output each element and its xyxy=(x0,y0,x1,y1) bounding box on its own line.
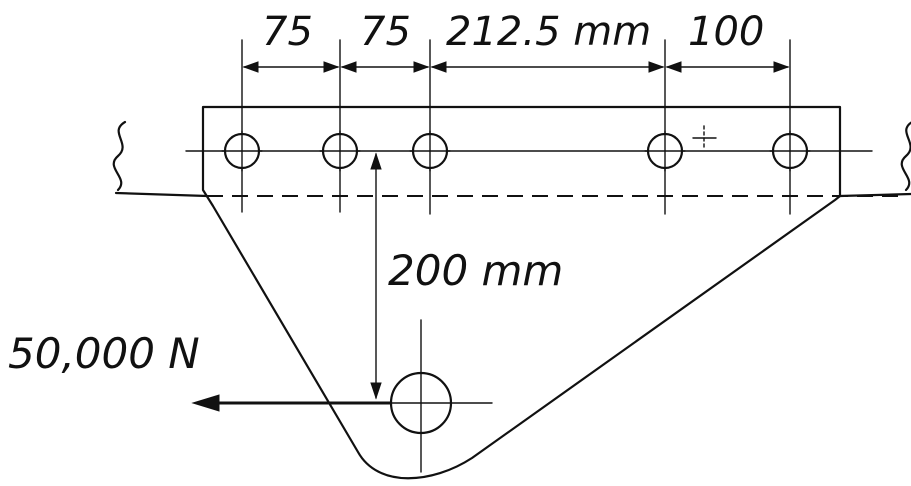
spacing-dimension-line xyxy=(242,61,790,73)
load-pin-crosshair xyxy=(375,319,493,473)
spacing-label-2: 75 xyxy=(360,9,411,55)
spacing-label-4: 100 xyxy=(688,9,764,55)
centroid-mark xyxy=(692,125,717,151)
spacing-label-1: 75 xyxy=(262,9,313,55)
offset-label: 200 mm xyxy=(388,246,563,295)
load-arrow xyxy=(191,394,392,412)
right-break-line xyxy=(900,121,911,192)
bolt-crosshairs xyxy=(221,130,811,172)
spacing-label-3: 212.5 mm xyxy=(446,9,651,55)
bracket-plate-outline xyxy=(201,105,842,480)
member-edge-right xyxy=(838,192,911,198)
load-label: 50,000 N xyxy=(8,329,200,378)
offset-dimension-line xyxy=(370,152,382,400)
left-break-line xyxy=(112,120,127,192)
member-edge-left xyxy=(114,191,209,198)
